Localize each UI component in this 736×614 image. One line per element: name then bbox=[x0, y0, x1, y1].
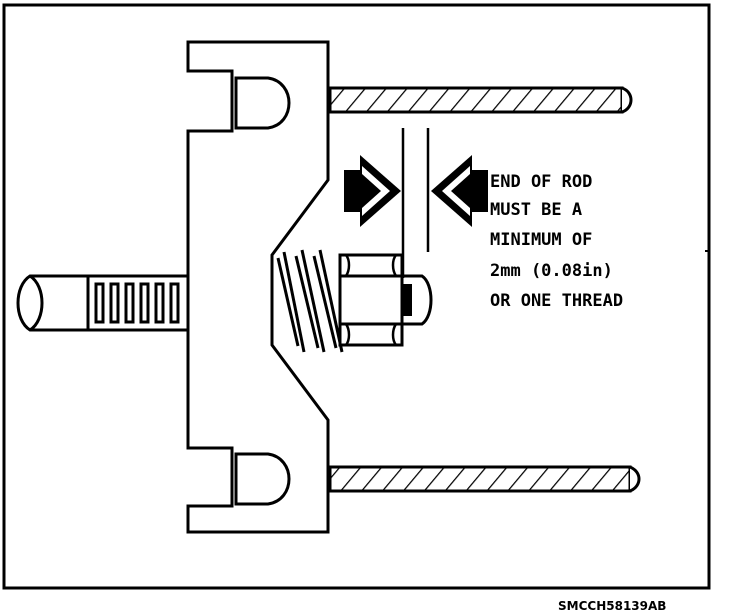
annotation-line-5: OR ONE THREAD bbox=[490, 291, 623, 311]
lower-clip bbox=[234, 452, 291, 506]
hex-nut bbox=[338, 253, 404, 347]
annotation: END OF ROD MUST BE A MINIMUM OF 2mm (0.0… bbox=[490, 172, 623, 311]
bracket-body bbox=[186, 40, 330, 534]
annotation-line-3: MINIMUM OF bbox=[490, 230, 592, 250]
annotation-line-1: END OF ROD bbox=[490, 172, 592, 192]
lower-wall bbox=[328, 465, 641, 493]
upper-clip bbox=[234, 76, 291, 130]
arrow-left-icon bbox=[431, 155, 488, 227]
annotation-line-4: 2mm (0.08in) bbox=[490, 261, 613, 281]
arrow-right-icon bbox=[344, 155, 401, 227]
threaded-rod bbox=[16, 274, 192, 332]
figure-frame bbox=[2, 3, 711, 590]
upper-wall bbox=[328, 86, 633, 114]
annotation-line-2: MUST BE A bbox=[490, 200, 582, 220]
spring bbox=[276, 249, 344, 353]
rod-end bbox=[400, 274, 433, 326]
figure-code: SMCCH58139AB bbox=[558, 599, 666, 613]
